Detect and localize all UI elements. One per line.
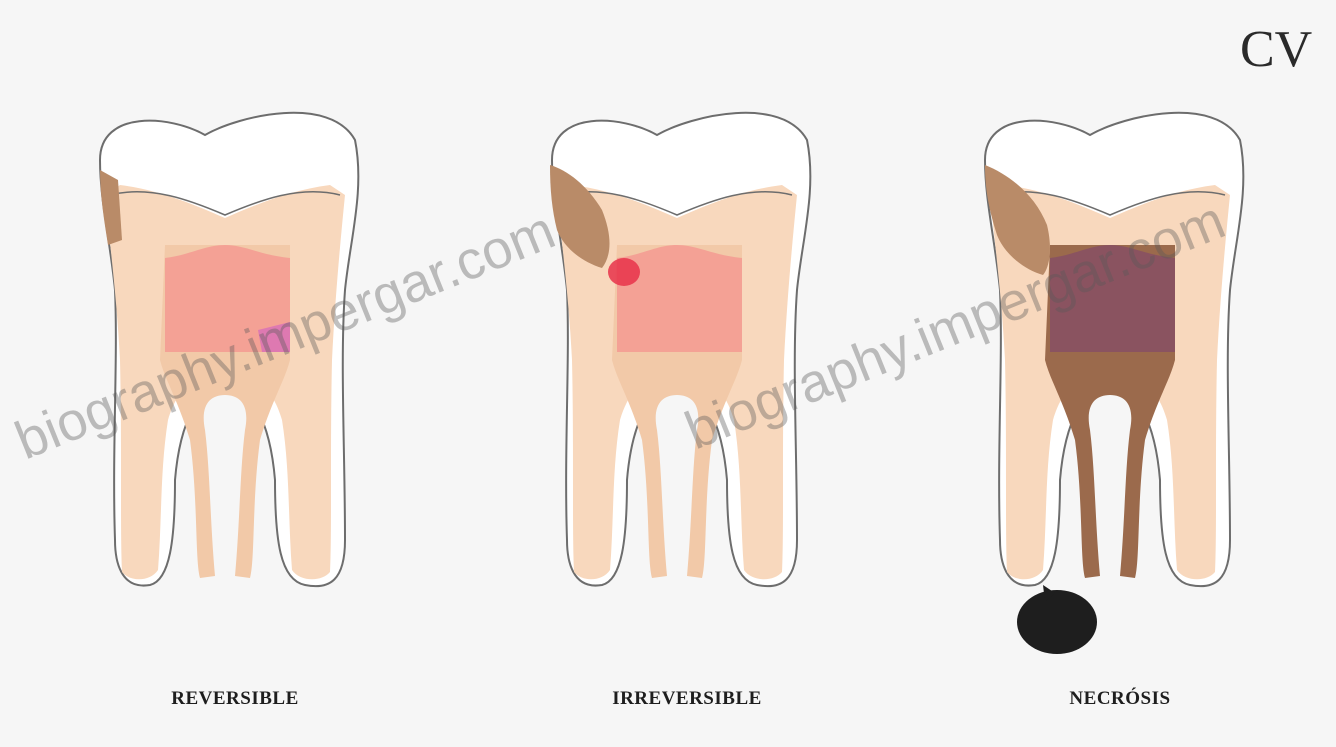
tooth-necrosis xyxy=(985,113,1243,654)
tooth-reversible xyxy=(100,113,358,586)
label-necrosis: NECRÓSIS xyxy=(970,688,1270,710)
periapical-abscess xyxy=(1017,590,1097,654)
label-irreversible: IRREVERSIBLE xyxy=(537,688,837,710)
tooth-irreversible xyxy=(550,113,810,586)
logo-mark: CV xyxy=(1240,20,1312,79)
label-reversible: REVERSIBLE xyxy=(85,688,385,710)
pulp-inflammation-spot xyxy=(608,258,640,286)
